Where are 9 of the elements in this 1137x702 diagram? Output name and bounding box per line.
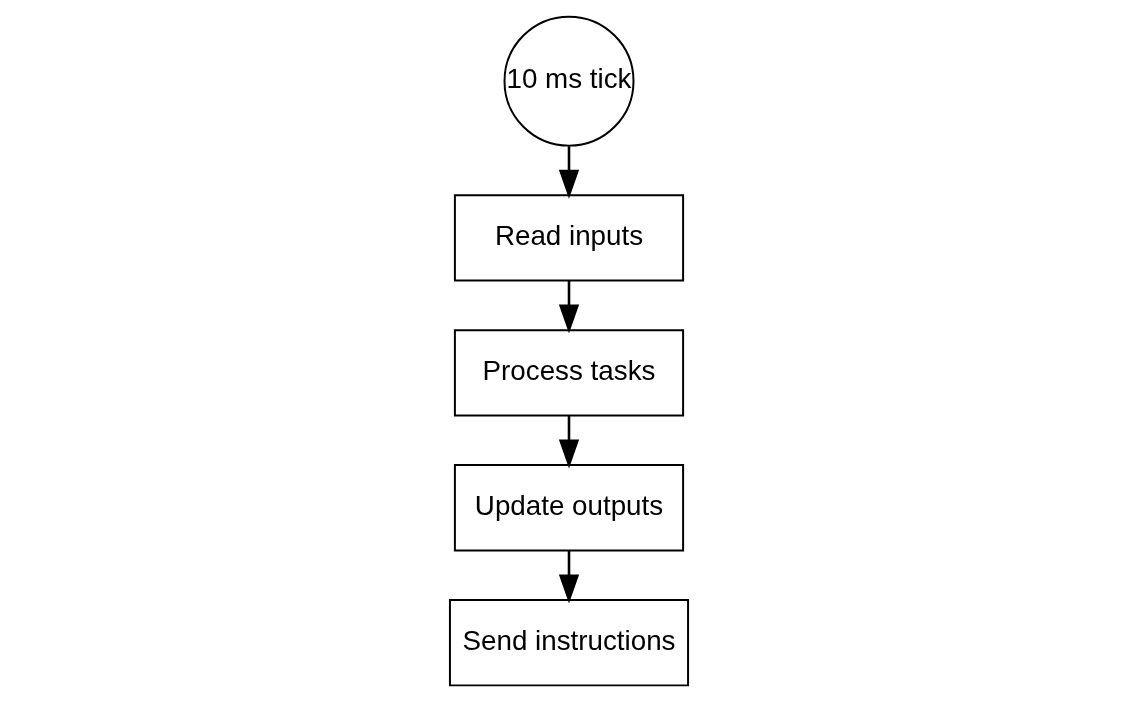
arrow — [558, 415, 579, 469]
node-box: Update outputs — [453, 464, 684, 552]
arrow — [558, 146, 579, 199]
node-circle: 10 ms tick — [503, 15, 634, 147]
arrow — [558, 280, 579, 334]
arrow — [558, 550, 579, 604]
node-box: Read inputs — [453, 194, 684, 282]
node-box: Send instructions — [448, 599, 689, 687]
node-box: Process tasks — [453, 329, 684, 417]
